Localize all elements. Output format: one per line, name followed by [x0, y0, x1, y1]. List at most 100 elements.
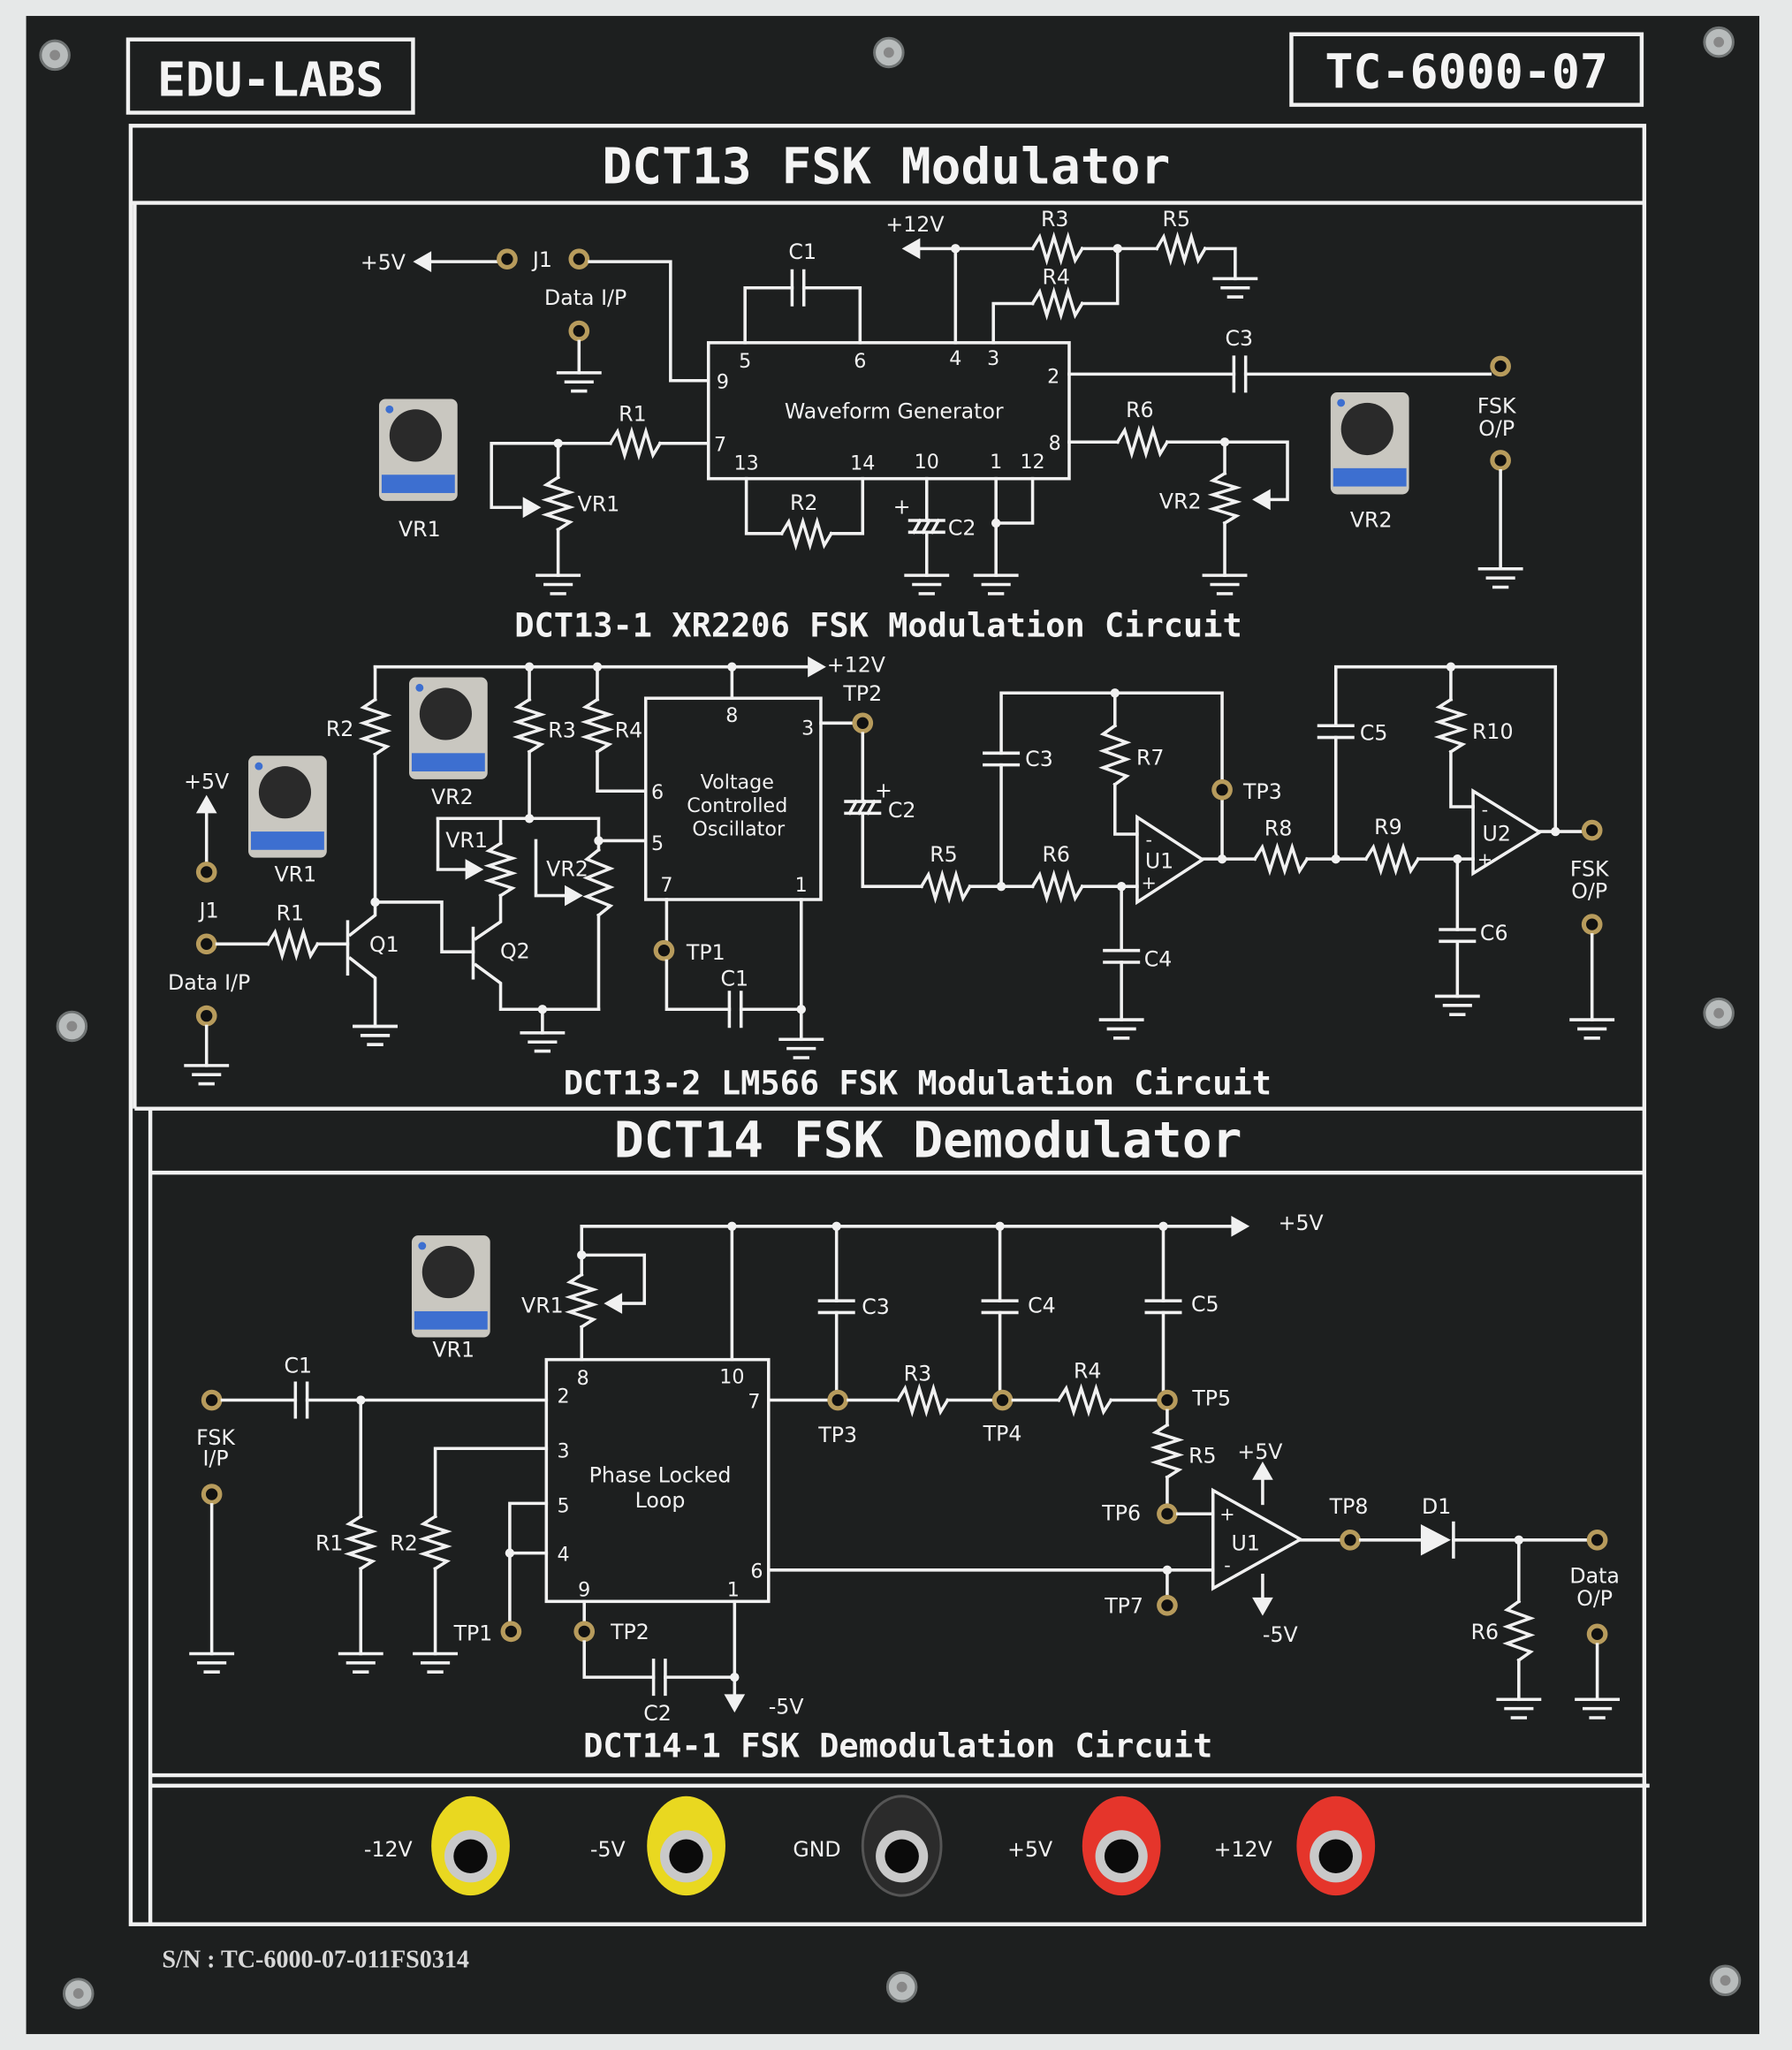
pot-shaft[interactable] — [1340, 402, 1393, 456]
jack-hole[interactable] — [1318, 1839, 1353, 1874]
jack-hole[interactable] — [1586, 918, 1598, 930]
pot-shaft[interactable] — [258, 766, 312, 819]
test-point-jack[interactable] — [195, 933, 217, 955]
jack-hole[interactable] — [996, 1393, 1009, 1407]
test-point-jack[interactable] — [568, 248, 590, 270]
power-jack-+5V[interactable] — [1082, 1796, 1161, 1896]
test-point-jack[interactable] — [653, 939, 675, 961]
arrow-icon — [465, 859, 484, 880]
jack-hole[interactable] — [1161, 1507, 1173, 1520]
jack-hole[interactable] — [573, 324, 585, 338]
wire — [991, 301, 1035, 345]
component-label: VR2 — [546, 856, 588, 881]
jack-hole[interactable] — [1161, 1599, 1173, 1612]
power-jack--5V[interactable] — [647, 1796, 725, 1896]
pot-base[interactable] — [251, 831, 324, 850]
pot-base[interactable] — [1333, 467, 1407, 487]
jack-hole[interactable] — [205, 1488, 218, 1500]
jack-hole[interactable] — [1161, 1393, 1173, 1407]
jack-hole[interactable] — [885, 1839, 919, 1874]
jack-hole[interactable] — [578, 1625, 590, 1638]
jack-hole[interactable] — [201, 1009, 213, 1022]
test-point-jack[interactable] — [1586, 1623, 1608, 1645]
jack-hole[interactable] — [1104, 1839, 1139, 1874]
test-point-jack[interactable] — [201, 1484, 223, 1505]
potentiometer-knob[interactable] — [378, 399, 458, 501]
arrow-icon — [413, 251, 432, 272]
jack-hole[interactable] — [1494, 360, 1507, 373]
arrow-icon — [724, 1694, 746, 1713]
jack-hole[interactable] — [453, 1839, 488, 1874]
component-label: O/P — [1571, 879, 1607, 904]
potentiometer-knob[interactable] — [248, 755, 327, 858]
pot-shaft[interactable] — [421, 1245, 475, 1299]
resistor-symbol — [1115, 424, 1170, 459]
test-point-jack[interactable] — [1586, 1529, 1608, 1551]
resistor-symbol — [1030, 231, 1085, 266]
component-label: O/P — [1576, 1586, 1613, 1611]
test-point-jack[interactable] — [500, 1621, 522, 1643]
test-point-jack[interactable] — [1340, 1529, 1361, 1551]
component-label: TP1 — [453, 1621, 493, 1646]
test-point-jack[interactable] — [1157, 1594, 1178, 1616]
component-label: + — [893, 495, 911, 520]
jack-hole[interactable] — [201, 938, 213, 950]
test-point-jack[interactable] — [1490, 450, 1511, 471]
power-jack--12V[interactable] — [431, 1796, 510, 1896]
potentiometer-knob[interactable] — [408, 677, 488, 779]
ic-name: Controlled — [687, 794, 787, 817]
power-jack-GND[interactable] — [861, 1795, 943, 1897]
test-point-jack[interactable] — [195, 1005, 217, 1027]
arrow-icon — [1231, 1215, 1250, 1237]
resistor-symbol — [1252, 841, 1310, 877]
test-point-jack[interactable] — [1211, 778, 1233, 801]
test-point-jack[interactable] — [568, 320, 590, 342]
test-point-jack[interactable] — [1157, 1389, 1178, 1411]
ic-name: Phase Locked — [589, 1463, 732, 1488]
test-point-jack[interactable] — [1157, 1503, 1178, 1525]
pot-base[interactable] — [414, 1310, 488, 1330]
test-point-jack[interactable] — [195, 862, 217, 883]
jack-hole[interactable] — [831, 1393, 844, 1407]
wire — [744, 476, 784, 535]
jack-hole[interactable] — [1591, 1534, 1604, 1546]
jack-hole[interactable] — [1591, 1628, 1604, 1640]
potentiometer-knob[interactable] — [411, 1235, 490, 1338]
test-point-jack[interactable] — [991, 1389, 1014, 1411]
test-point-jack[interactable] — [573, 1621, 596, 1643]
test-point-jack[interactable] — [852, 712, 874, 734]
pot-base[interactable] — [381, 475, 455, 493]
jack-hole[interactable] — [205, 1393, 218, 1407]
jack-hole[interactable] — [1494, 454, 1507, 467]
test-point-jack[interactable] — [497, 248, 518, 270]
pot-shaft[interactable] — [419, 687, 472, 740]
component-label: C2 — [888, 798, 916, 823]
component-label: VR1 — [274, 862, 316, 886]
opamp-sign: + — [1142, 872, 1157, 893]
pot-base[interactable] — [411, 753, 485, 772]
jack-hole[interactable] — [1216, 784, 1228, 796]
test-point-jack[interactable] — [827, 1389, 849, 1411]
arrow-icon — [522, 497, 542, 519]
jack-hole[interactable] — [669, 1839, 703, 1874]
potentiometer-knob[interactable] — [1330, 392, 1409, 495]
jack-hole[interactable] — [505, 1625, 518, 1638]
pot-shaft[interactable] — [389, 409, 442, 462]
jack-hole[interactable] — [501, 253, 513, 265]
jack-hole[interactable] — [1586, 824, 1598, 837]
power-jack-+12V[interactable] — [1296, 1796, 1376, 1896]
test-point-jack[interactable] — [1581, 819, 1603, 841]
jack-hole[interactable] — [573, 253, 585, 265]
test-point-jack[interactable] — [1581, 914, 1603, 935]
jack-hole[interactable] — [201, 866, 213, 878]
opamp-sign: - — [1482, 799, 1488, 820]
wire — [1112, 783, 1139, 836]
component-label: R4 — [615, 718, 643, 743]
jack-hole[interactable] — [1344, 1534, 1356, 1546]
resistor-symbol — [265, 926, 320, 961]
test-point-jack[interactable] — [1490, 355, 1511, 377]
component-label: C2 — [948, 515, 976, 540]
test-point-jack[interactable] — [201, 1389, 223, 1411]
jack-hole[interactable] — [657, 945, 671, 957]
jack-hole[interactable] — [856, 717, 869, 729]
